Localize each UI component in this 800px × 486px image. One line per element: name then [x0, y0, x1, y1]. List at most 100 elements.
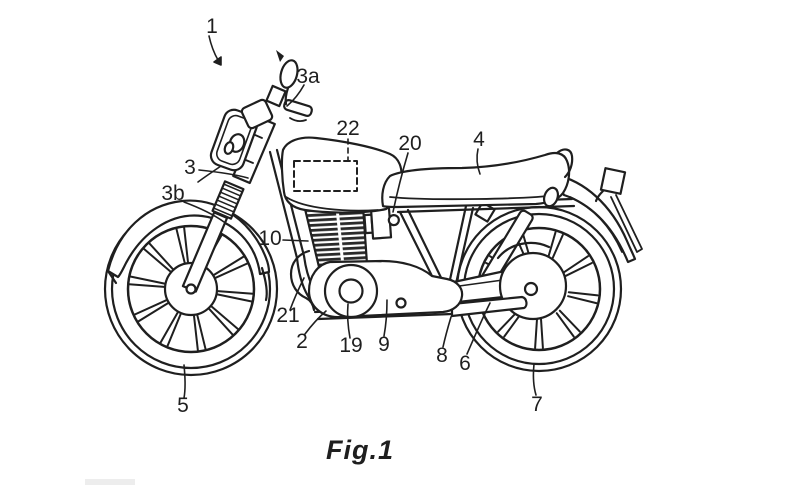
spoke — [540, 317, 544, 349]
leader-5 — [183, 364, 186, 399]
fork-gaiter — [211, 180, 245, 220]
ref-label-20: 20 — [398, 132, 421, 155]
case-bolt — [395, 297, 407, 309]
leader-3a — [286, 84, 305, 107]
rear-fender-detail-line — [569, 196, 623, 253]
pushrod-tube-highlight — [335, 206, 345, 268]
leader-3 — [198, 169, 249, 179]
bar-riser — [265, 84, 287, 108]
fuel-tank — [280, 136, 403, 214]
primary-cover-center — [338, 278, 364, 304]
ref-label-6: 6 — [459, 352, 471, 375]
rear-axle — [523, 281, 539, 297]
ref-label-2: 2 — [296, 330, 308, 353]
ref-label-3: 3 — [184, 156, 196, 179]
mirror-edge-tab — [276, 50, 284, 62]
carb-cap — [387, 213, 400, 227]
spoke — [214, 262, 249, 279]
brake-lever — [289, 117, 307, 123]
front-fender-front-lip — [106, 269, 118, 285]
ref-label-10: 10 — [258, 227, 281, 250]
scan-artifact — [85, 479, 135, 485]
spoke — [213, 255, 245, 276]
spoke — [558, 309, 581, 333]
tail-light — [594, 167, 643, 253]
throttle-grip — [283, 99, 313, 117]
front-fork — [181, 115, 276, 295]
leader-2 — [304, 310, 327, 335]
leader-19 — [346, 303, 351, 339]
spoke — [567, 291, 599, 297]
spoke — [503, 312, 523, 338]
spoke — [534, 317, 538, 349]
leader-1-arrowhead — [213, 56, 222, 66]
turn-signal-cap — [223, 141, 235, 155]
spoke — [133, 299, 168, 316]
spoke — [129, 275, 166, 285]
leader-9 — [383, 299, 388, 337]
ref-label-7: 7 — [531, 393, 543, 416]
spoke — [137, 302, 169, 323]
front-rim — [126, 224, 256, 354]
ref-label-5: 5 — [177, 394, 189, 417]
ref-label-19: 19 — [339, 334, 362, 357]
spoke — [148, 242, 174, 271]
leader-8 — [442, 316, 452, 348]
chain-guard-arc — [496, 241, 551, 260]
rear-fender — [554, 173, 637, 264]
headlight-bezel — [215, 114, 253, 166]
ref-label-1: 1 — [206, 15, 218, 38]
ref-label-9: 9 — [378, 333, 390, 356]
leader-1 — [208, 35, 219, 61]
instrument-pod — [240, 98, 274, 130]
figure-caption: Fig.1 — [326, 435, 394, 465]
mirror — [279, 59, 299, 89]
spoke — [216, 290, 254, 295]
ref-label-3b: 3b — [161, 182, 184, 205]
spoke — [546, 231, 557, 262]
primary-cover — [323, 263, 379, 319]
front-fender — [106, 199, 271, 302]
spoke — [142, 247, 172, 273]
leader-20 — [392, 152, 409, 213]
mirror-stalk — [284, 86, 290, 106]
front-fender-rear-flap — [260, 266, 268, 302]
leader-6 — [466, 302, 491, 355]
front-axle — [185, 283, 197, 295]
spoke — [208, 307, 234, 336]
spoke — [216, 293, 253, 303]
ref-label-22: 22 — [336, 117, 359, 140]
spoke — [550, 234, 564, 263]
spoke — [175, 227, 186, 264]
spoke — [166, 313, 182, 348]
spoke — [210, 305, 240, 331]
license-plate-bracket — [610, 194, 643, 253]
ref-label-3a: 3a — [296, 65, 320, 88]
chain-line — [451, 279, 504, 288]
spoke — [128, 283, 166, 288]
spoke — [183, 226, 189, 264]
spoke — [564, 262, 593, 277]
hidden-component-dashed-box — [293, 160, 358, 192]
leader-4 — [476, 148, 481, 175]
leader-10 — [282, 239, 309, 242]
ref-label-8: 8 — [436, 344, 448, 367]
spoke — [555, 312, 575, 338]
seat — [381, 148, 574, 209]
spoke — [562, 255, 589, 274]
tail-light-stalk — [594, 189, 605, 203]
leader-7 — [532, 363, 537, 396]
spoke — [159, 311, 179, 344]
tail-light-housing — [599, 167, 627, 195]
ref-label-4: 4 — [473, 128, 485, 151]
spoke — [567, 295, 598, 305]
cylinder-fins — [303, 204, 369, 269]
tank-knee-line — [285, 196, 379, 212]
shock-top-bolt — [542, 186, 560, 208]
ref-label-21: 21 — [276, 304, 299, 327]
handlebar-controls — [265, 50, 313, 123]
exhaust-muffler — [450, 295, 528, 318]
spoke — [193, 314, 199, 352]
